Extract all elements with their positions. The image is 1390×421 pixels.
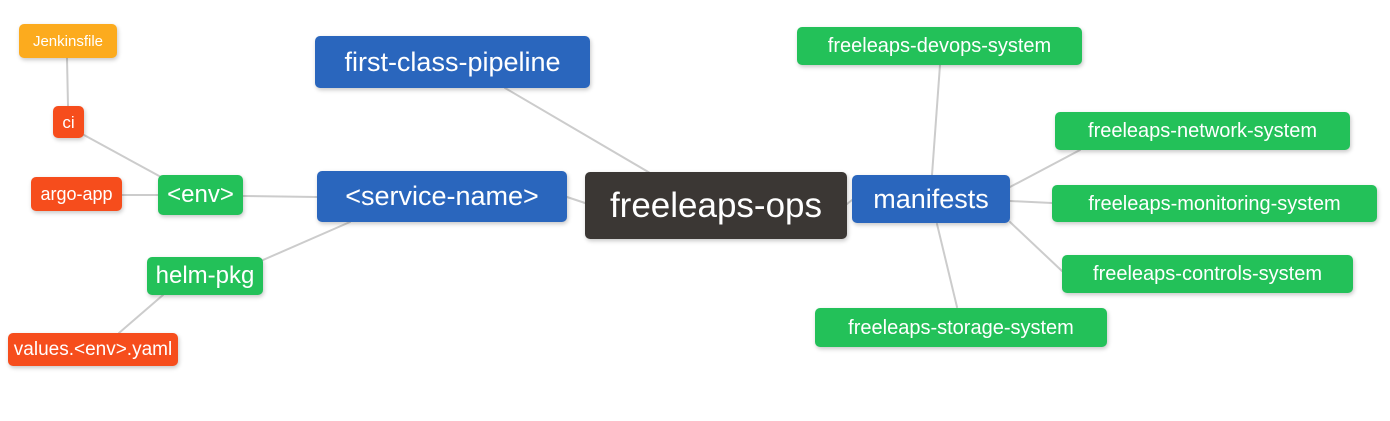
node-helm-pkg[interactable]: helm-pkg bbox=[147, 257, 263, 295]
node-label: freeleaps-network-system bbox=[1088, 120, 1317, 142]
node-env[interactable]: <env> bbox=[158, 175, 243, 215]
node-freeleaps-ops[interactable]: freeleaps-ops bbox=[585, 172, 847, 239]
node-freeleaps-monitoring-system[interactable]: freeleaps-monitoring-system bbox=[1052, 185, 1377, 222]
edge-manifests-to-freeleaps-network-system bbox=[1009, 149, 1081, 188]
node-values-env-yaml[interactable]: values.<env>.yaml bbox=[8, 333, 178, 366]
node-ci[interactable]: ci bbox=[53, 106, 84, 138]
node-freeleaps-storage-system[interactable]: freeleaps-storage-system bbox=[815, 308, 1107, 347]
edge-manifests-to-freeleaps-devops-system bbox=[931, 64, 941, 176]
node-first-class-pipeline[interactable]: first-class-pipeline bbox=[315, 36, 590, 88]
node-label: freeleaps-controls-system bbox=[1093, 263, 1322, 285]
node-label: <service-name> bbox=[345, 181, 539, 211]
node-label: ci bbox=[62, 112, 75, 132]
node-label: helm-pkg bbox=[155, 262, 255, 289]
node-freeleaps-network-system[interactable]: freeleaps-network-system bbox=[1055, 112, 1350, 150]
node-freeleaps-devops-system[interactable]: freeleaps-devops-system bbox=[797, 27, 1082, 65]
node-label: freeleaps-ops bbox=[609, 186, 823, 225]
node-label: freeleaps-storage-system bbox=[848, 316, 1074, 339]
node-service-name[interactable]: <service-name> bbox=[317, 171, 567, 222]
edge-service-name-to-helm-pkg bbox=[262, 221, 351, 261]
node-argo-app[interactable]: argo-app bbox=[31, 177, 122, 211]
node-label: values.<env>.yaml bbox=[13, 339, 173, 360]
node-label: first-class-pipeline bbox=[344, 46, 561, 77]
edge-ci-to-env bbox=[83, 134, 162, 178]
edge-jenkinsfile-to-ci bbox=[66, 57, 69, 107]
edge-manifests-to-freeleaps-controls-system bbox=[1009, 221, 1063, 272]
edge-manifests-to-freeleaps-storage-system bbox=[936, 223, 958, 308]
node-label: freeleaps-monitoring-system bbox=[1088, 192, 1341, 215]
node-label: manifests bbox=[873, 183, 989, 214]
node-manifests[interactable]: manifests bbox=[852, 175, 1010, 223]
edge-helm-pkg-to-values-env-yaml bbox=[118, 294, 164, 334]
node-label: freeleaps-devops-system bbox=[827, 35, 1052, 57]
node-freeleaps-controls-system[interactable]: freeleaps-controls-system bbox=[1062, 255, 1353, 293]
edge-service-name-to-freeleaps-ops bbox=[566, 196, 586, 204]
node-label: argo-app bbox=[40, 184, 113, 204]
edge-first-class-pipeline-to-freeleaps-ops bbox=[504, 87, 651, 174]
node-jenkinsfile[interactable]: Jenkinsfile bbox=[19, 24, 117, 58]
edge-env-to-service-name bbox=[242, 195, 318, 198]
node-label: <env> bbox=[167, 181, 234, 208]
node-label: Jenkinsfile bbox=[32, 32, 104, 50]
edge-freeleaps-ops-to-manifests bbox=[846, 199, 853, 205]
edge-manifests-to-freeleaps-monitoring-system bbox=[1009, 200, 1053, 204]
